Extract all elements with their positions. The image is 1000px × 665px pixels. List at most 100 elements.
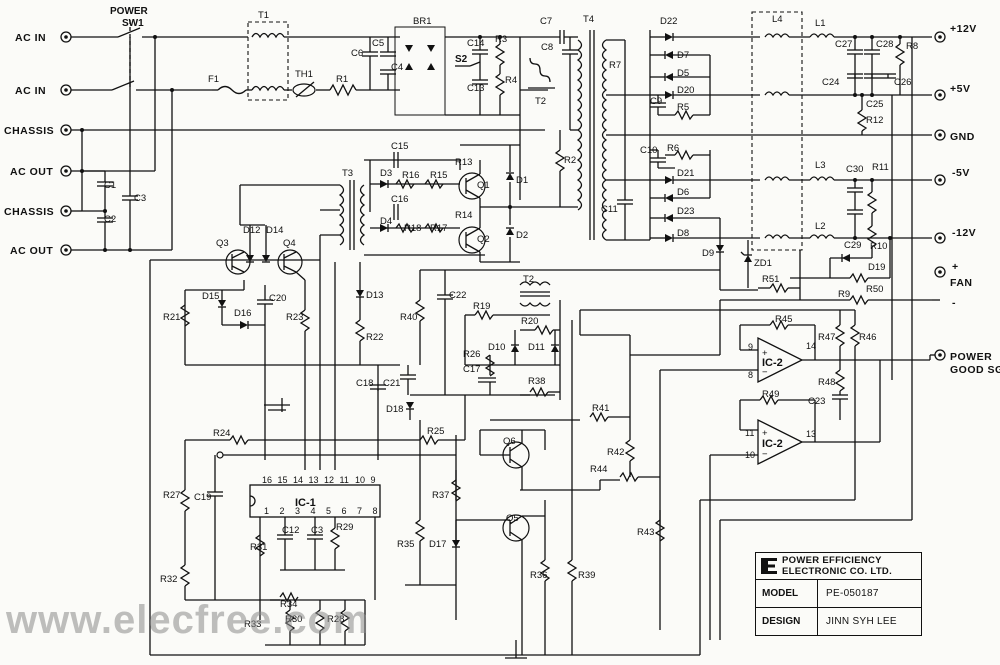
ic2a-pin-8: 8 [748,370,753,380]
c30-label: C30 [846,164,863,175]
r33-label: R33 [244,619,261,630]
s2-label: S2 [455,54,468,65]
ic2b-body [757,418,804,466]
r1-label: R1 [336,74,348,85]
d18-label: D18 [386,404,403,415]
fan-minus-label: - [952,297,956,309]
r49-label: R49 [762,389,779,400]
r2-label: R2 [564,155,576,166]
r11-label: R11 [872,162,889,173]
r10-label: R10 [870,241,887,252]
d21-label: D21 [677,168,694,179]
r35-label: R35 [397,539,414,550]
t1-label: T1 [258,10,269,21]
r18-label: R18 [404,223,421,234]
plus12-label: +12V [950,23,977,35]
ac-out-label-1: AC OUT [10,166,53,178]
c3-label: C3 [134,193,146,204]
ic2-comparators: + − IC-2 9 8 14 + − IC-2 11 10 13 [490,299,935,655]
c29-label: C29 [844,240,861,251]
d11-label: D11 [528,342,545,353]
d1-label: D1 [516,175,528,186]
r30-label: R30 [285,614,302,625]
watermark: www.elecfree.com [6,598,370,642]
r8-label: R8 [906,41,918,52]
r44-label: R44 [590,464,607,475]
l1-label: L1 [815,18,826,29]
ic1-bottom-pin: 6 [342,506,347,516]
t4-label: T4 [583,14,594,25]
r40-label: R40 [400,312,417,323]
company-name-line-1: POWER EFFICIENCY [782,555,882,566]
d16-label: D16 [234,308,251,319]
r21-label: R21 [163,312,180,323]
d10-label: D10 [488,342,505,353]
doubler-section: S2 C14 C13 R3 R4 [455,34,521,200]
q3-q4-stage: Q3 Q4 D12 D14 D15 D16 C20 R21 R23 D13 R2… [149,224,400,655]
r42-label: R42 [607,447,624,458]
d23-label: D23 [677,206,694,217]
c6-label: C6 [351,48,363,59]
c15-label: C15 [391,141,408,152]
d5-label: D5 [677,68,689,79]
l3-label: L3 [815,160,826,171]
ic1-bottom-pin: 8 [373,506,378,516]
c4-label: C4 [391,62,403,73]
main-transformer-t4: T4 R7 R2 C11 [520,14,760,241]
r20-label: R20 [521,316,538,327]
t2-small-label: T2 [535,96,546,107]
c18-label: C18 [356,378,373,389]
c10-label: C10 [640,145,657,156]
d15-label: D15 [202,291,219,302]
r34-label: R34 [280,599,297,610]
c11-label: C11 [601,204,618,215]
d12-label: D12 [243,225,260,236]
r9-label: R9 [838,289,850,300]
output-filters: L4 L1 C27 C28 R8 C24 C26 C25 R12 L3 C30 … [720,11,932,520]
gnd-label: GND [950,131,975,143]
q5-label: Q5 [506,513,519,524]
r43-label: R43 [637,527,654,538]
power-good-label-1: POWER [950,351,992,363]
power-good-label-2: GOOD SG. [950,364,1000,376]
ic2a-name: IC-2 [762,357,783,369]
ic1-bottom-pin: 2 [280,506,285,516]
chassis-label-1: CHASSIS [4,125,54,137]
l2-label: L2 [815,221,826,232]
svg-text:−: − [762,449,768,460]
ac-in-label-1: AC IN [15,32,46,44]
l4-label: L4 [772,14,783,25]
ic1-top-pin: 10 [355,475,365,485]
ic1-top-pin: 13 [309,475,319,485]
left-terminals: AC IN AC IN CHASSIS AC OUT CHASSIS AC OU… [4,31,72,257]
d2-label: D2 [516,230,528,241]
c22-label: C22 [449,290,466,301]
ic1-top-pin: 9 [371,475,376,485]
c28-label: C28 [876,39,893,50]
r4-label: R4 [505,75,517,86]
d7-label: D7 [677,50,689,61]
zd1-label: ZD1 [754,258,772,269]
c19-label: C19 [194,492,211,503]
d9-label: D9 [702,248,714,259]
r27-label: R27 [163,490,180,501]
ic2b-pin-11: 11 [745,428,754,438]
r13-label: R13 [455,157,472,168]
c20-label: C20 [269,293,286,304]
chassis-label-2: CHASSIS [4,206,54,218]
r37-label: R37 [432,490,449,501]
c3b-label: C3 [311,525,323,536]
q4-label: Q4 [283,238,296,249]
r29-label: R29 [336,522,353,533]
c14-label: C14 [467,38,484,49]
r5-label: R5 [677,102,689,113]
c25-label: C25 [866,99,883,110]
plus5-label: +5V [950,83,970,95]
r16-label: R16 [402,170,419,181]
title-block-header: POWER EFFICIENCY ELECTRONIC CO. LTD. [756,553,921,580]
r36-label: R36 [530,570,547,581]
r26-label: R26 [463,349,480,360]
ic1-top-pin: 15 [278,475,288,485]
c12-label: C12 [282,525,299,536]
